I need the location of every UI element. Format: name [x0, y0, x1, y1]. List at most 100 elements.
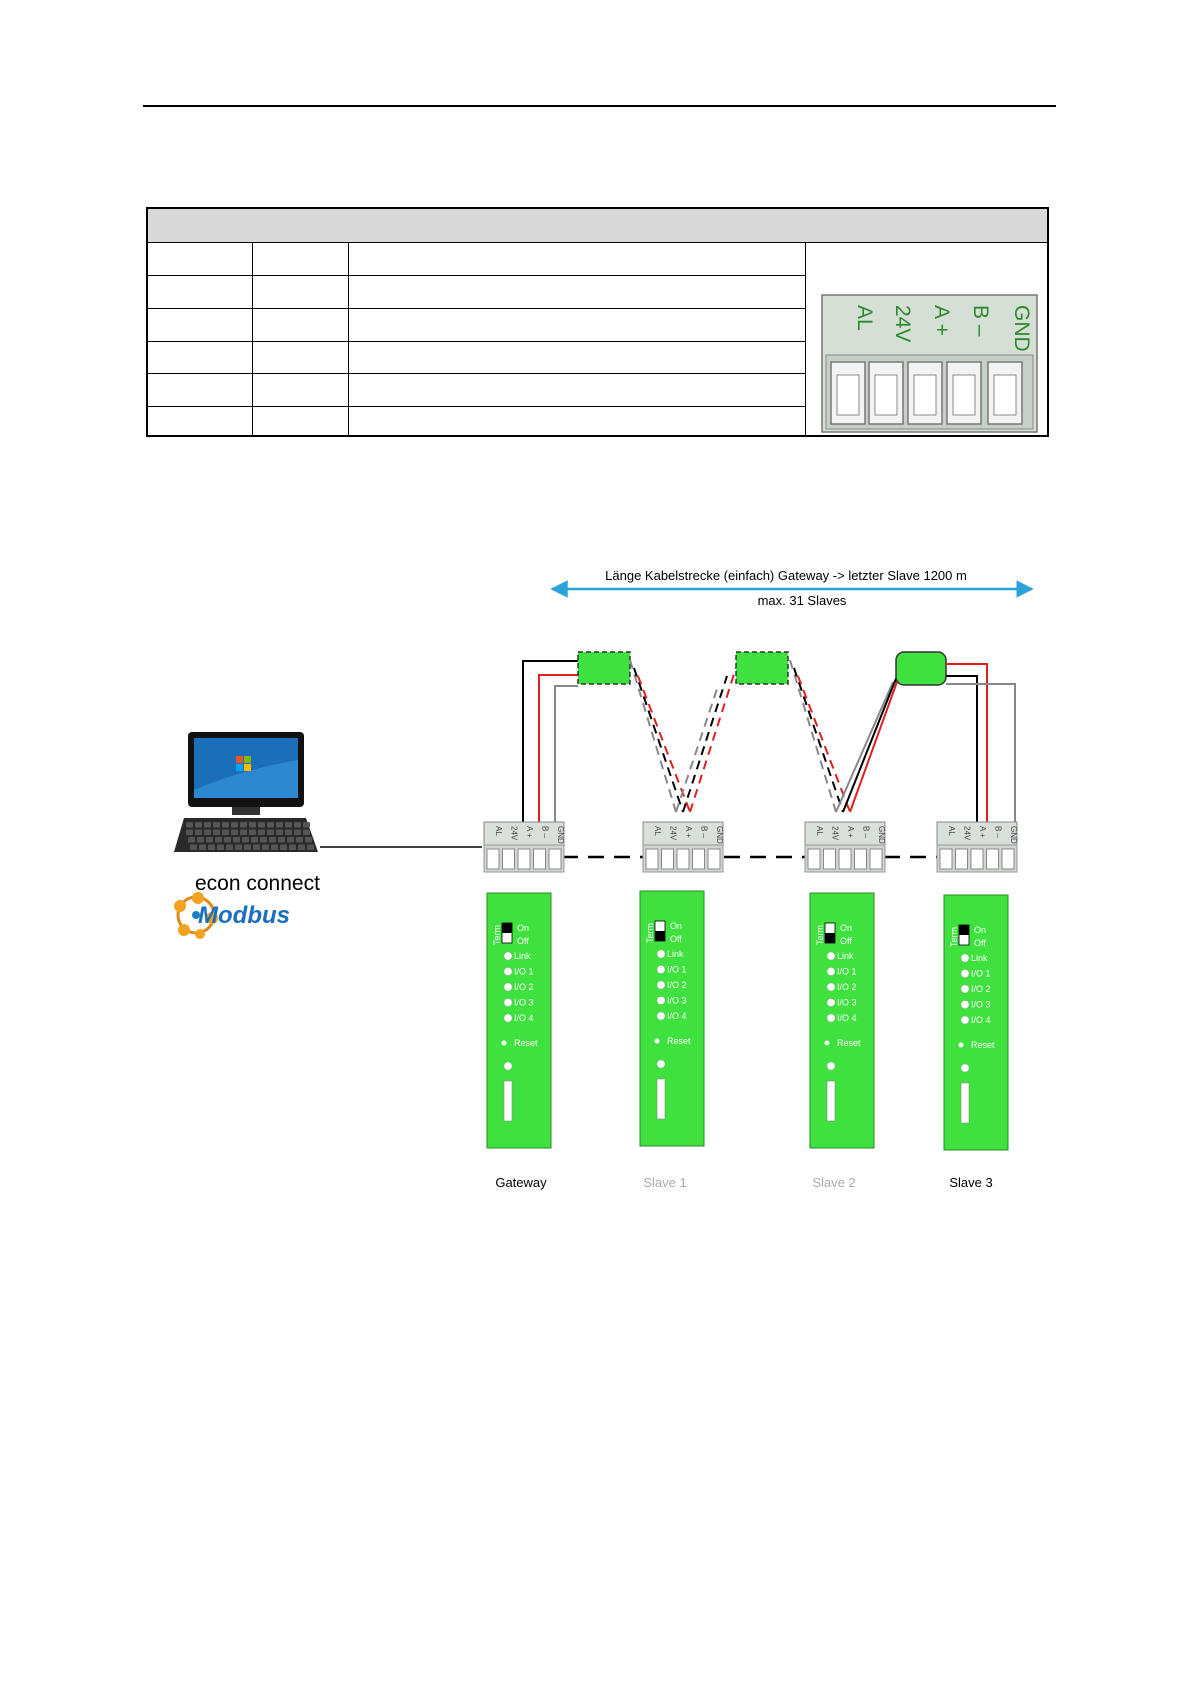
- led-label: I/O 3: [837, 998, 857, 1008]
- terminal-label: A +: [930, 305, 953, 336]
- terminal-slot: [533, 848, 546, 870]
- status-led-icon: [656, 965, 666, 974]
- terminal-label: B –: [541, 826, 550, 839]
- table-header-row: [148, 209, 1047, 243]
- terminal-label: 24V: [963, 826, 972, 841]
- switch-off-label: Off: [517, 936, 529, 946]
- indicator-icon: [503, 1061, 513, 1071]
- led-label: I/O 2: [971, 984, 991, 994]
- status-led-icon: [960, 984, 970, 994]
- reset-label: Reset: [514, 1038, 538, 1048]
- modbus-logo-icon: Modbus: [174, 892, 290, 939]
- status-led-icon: [503, 998, 513, 1007]
- cable-gateway-to-slave1: [522, 651, 691, 836]
- terminal-slot: [987, 361, 1023, 425]
- led-label: I/O 4: [667, 1011, 687, 1021]
- led-label: Link: [837, 951, 854, 961]
- cable-slave1-to-slave2: [675, 651, 851, 813]
- switch-on-label: On: [974, 925, 986, 935]
- switch-on-label: On: [840, 923, 852, 933]
- terminal-slot: [661, 848, 674, 870]
- table-row-divider: [148, 308, 805, 309]
- status-led-icon: [656, 980, 666, 990]
- terminal-label: B –: [969, 305, 992, 337]
- term-label: Term: [815, 925, 825, 945]
- status-led-icon: [960, 953, 970, 963]
- term-label: Term: [645, 923, 655, 943]
- terminal-label: 24V: [669, 826, 678, 841]
- switch-off-label: Off: [670, 934, 682, 944]
- reset-label: Reset: [971, 1040, 995, 1050]
- slot-icon: [503, 1080, 513, 1122]
- terminal-slot: [707, 848, 721, 870]
- terminal-label: A +: [978, 826, 987, 838]
- header-rule: [143, 105, 1056, 107]
- reset-button-icon[interactable]: [654, 1038, 660, 1044]
- indicator-icon: [826, 1061, 836, 1071]
- table-row-divider: [148, 406, 805, 407]
- terminal-slot: [869, 848, 883, 870]
- max-slaves-label: max. 31 Slaves: [758, 593, 847, 608]
- led-label: Link: [971, 953, 988, 963]
- modbus-logo-text: Modbus: [198, 902, 290, 929]
- led-label: I/O 1: [971, 969, 991, 979]
- term-switch[interactable]: [501, 922, 513, 944]
- terminal-slot: [830, 361, 866, 425]
- cable-length-label: Länge Kabelstrecke (einfach) Gateway -> …: [605, 568, 967, 583]
- switch-off-label: Off: [840, 936, 852, 946]
- terminal-label: AL: [853, 305, 876, 331]
- status-led-icon: [960, 1015, 970, 1025]
- reset-label: Reset: [837, 1038, 861, 1048]
- terminal-label: AL: [653, 826, 662, 836]
- device-name-label: Slave 2: [812, 1175, 855, 1190]
- terminal-slot: [955, 848, 968, 870]
- switch-off-label: Off: [974, 938, 986, 948]
- terminal-slot: [676, 848, 690, 870]
- terminal-label: B –: [700, 826, 709, 839]
- reset-button-icon[interactable]: [958, 1042, 964, 1048]
- slot-icon: [826, 1080, 836, 1122]
- terminal-label: 24V: [510, 826, 519, 841]
- terminal-label: B –: [862, 826, 871, 839]
- terminal-slot: [970, 848, 984, 870]
- terminal-slot: [692, 848, 705, 870]
- econ-connect-label: econ connect: [195, 872, 320, 895]
- terminal-label: 24V: [831, 826, 840, 841]
- term-switch[interactable]: [958, 924, 970, 946]
- terminal-slot: [838, 848, 852, 870]
- term-switch[interactable]: [654, 920, 666, 942]
- status-led-icon: [960, 969, 970, 978]
- terminal-label: GND: [1009, 826, 1018, 844]
- switch-on-label: On: [670, 921, 682, 931]
- terminal-slot: [854, 848, 867, 870]
- led-label: Link: [514, 951, 531, 961]
- status-led-icon: [503, 1013, 513, 1023]
- terminal-label: GND: [1010, 305, 1033, 352]
- terminal-slot: [1001, 848, 1015, 870]
- terminal-block-small: AL 24V A + B – GND: [936, 821, 1018, 873]
- terminal-label: B –: [994, 826, 1003, 839]
- table-row-divider: [148, 275, 805, 276]
- terminal-slot: [939, 848, 953, 870]
- reset-button-icon[interactable]: [501, 1040, 507, 1046]
- terminal-label: AL: [947, 826, 956, 836]
- terminal-slot: [645, 848, 659, 870]
- terminal-label: 24V: [891, 305, 914, 342]
- led-label: I/O 3: [667, 996, 687, 1006]
- status-led-icon: [826, 967, 836, 976]
- slot-icon: [960, 1082, 970, 1124]
- terminal-label: A +: [846, 826, 855, 838]
- indicator-icon: [656, 1059, 666, 1069]
- status-led-icon: [503, 982, 513, 992]
- term-switch[interactable]: [824, 922, 836, 944]
- reset-button-icon[interactable]: [824, 1040, 830, 1046]
- device-name-label: Slave 1: [643, 1175, 686, 1190]
- terminal-label: A +: [525, 826, 534, 838]
- status-led-icon: [656, 1011, 666, 1021]
- table-col-divider: [252, 242, 253, 435]
